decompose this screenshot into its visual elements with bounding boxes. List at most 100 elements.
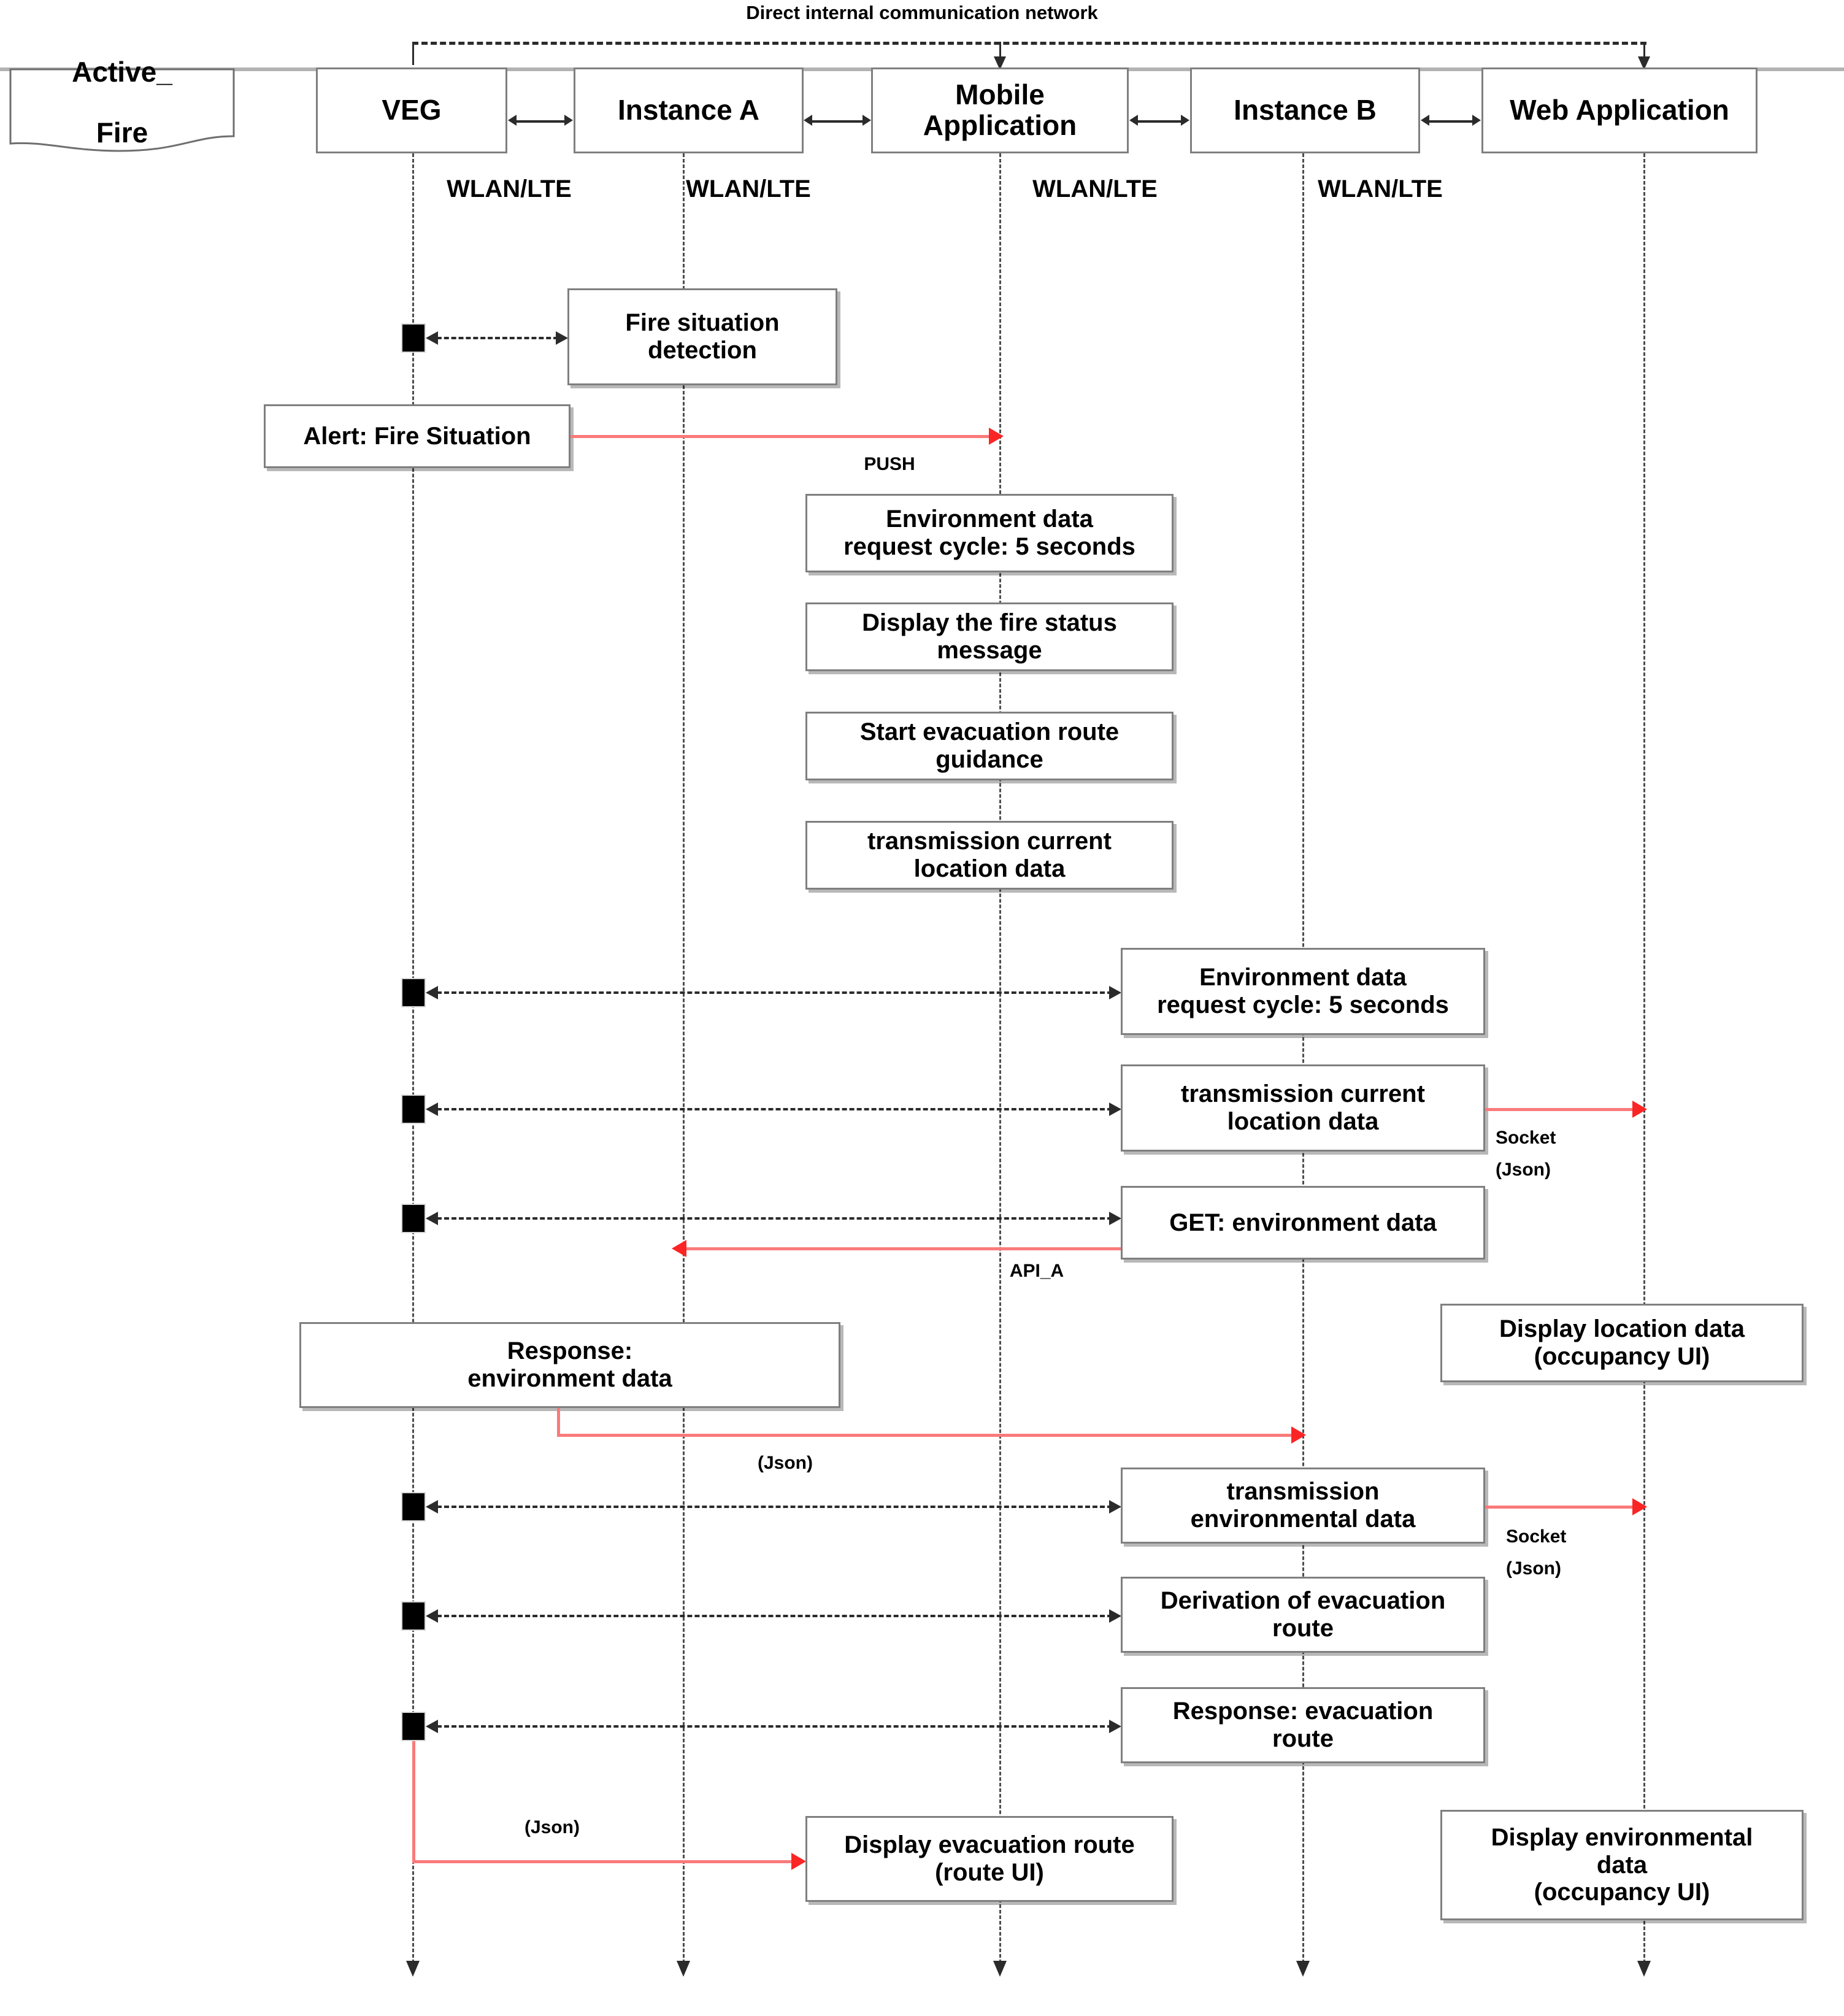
message-box-derivation-evacuation-route[interactable]: Derivation of evacuation route <box>1121 1577 1485 1653</box>
lifeline-header-mobile-line2: Application <box>923 109 1077 141</box>
lifeline-instance-a <box>683 153 685 1963</box>
message-box-transmission-environmental-data[interactable]: transmission environmental data <box>1121 1468 1485 1544</box>
message-box-response-environment-data-line1: Response: <box>507 1337 633 1365</box>
message-box-env-data-cycle-instance-b-line2: request cycle: 5 seconds <box>1157 991 1449 1018</box>
activation-bar-6 <box>401 1601 426 1631</box>
message-arrow-socket-json-2 <box>1632 1498 1647 1515</box>
message-arrow-right-transmission-environmental-data <box>1109 1500 1121 1514</box>
message-box-response-environment-data-line2: environment data <box>467 1365 672 1392</box>
link-label-wlan-3: WLAN/LTE <box>1032 175 1158 202</box>
edge-label-push: PUSH <box>864 454 915 474</box>
message-line-fire-situation-detection <box>429 337 566 339</box>
message-box-transmission-location-mobile[interactable]: transmission current location data <box>805 821 1174 890</box>
activation-bar-5 <box>401 1492 426 1522</box>
message-box-display-environmental-data-line1: Display environmental <box>1491 1823 1753 1851</box>
message-line-display-evac-horizontal <box>412 1860 800 1863</box>
message-arrow-right-fire-situation-detection <box>556 331 568 345</box>
lifeline-header-veg[interactable]: VEG <box>316 67 507 153</box>
message-arrow-right-get-environment-data <box>1109 1212 1121 1225</box>
message-box-env-data-cycle-mobile[interactable]: Environment data request cycle: 5 second… <box>805 494 1174 572</box>
note-active-fire-label: Active_ Fire <box>9 56 236 153</box>
message-box-display-environmental-data-line2: data <box>1596 1851 1648 1879</box>
lifeline-header-web-application-label: Web Application <box>1510 94 1729 126</box>
message-box-alert-fire-situation-label: Alert: Fire Situation <box>303 422 531 450</box>
lifeline-header-instance-b[interactable]: Instance B <box>1190 67 1420 153</box>
lifeline-web <box>1643 153 1645 1963</box>
lifeline-veg <box>412 153 414 1963</box>
message-box-start-evacuation-route-line1: Start evacuation route <box>859 718 1120 746</box>
link-label-wlan-4: WLAN/LTE <box>1318 175 1443 202</box>
message-arrow-right-derivation-evacuation-route <box>1109 1609 1121 1623</box>
message-arrow-left-get-environment-data <box>426 1212 438 1225</box>
message-box-get-environment-data[interactable]: GET: environment data <box>1121 1186 1485 1260</box>
header-connector-instance-b-web-right-arrow <box>1472 115 1481 126</box>
message-box-env-data-cycle-instance-b-line1: Environment data <box>1199 964 1407 991</box>
message-line-transmission-environmental-data <box>429 1506 1120 1508</box>
message-arrow-left-derivation-evacuation-route <box>426 1609 438 1623</box>
message-box-alert-fire-situation[interactable]: Alert: Fire Situation <box>264 404 570 468</box>
header-connector-instance-b-web-left-arrow <box>1421 115 1429 126</box>
message-box-response-environment-data[interactable]: Response: environment data <box>299 1322 840 1408</box>
message-box-start-evacuation-route-guidance[interactable]: Start evacuation route guidance <box>805 712 1174 780</box>
message-box-derivation-evacuation-route-line1: Derivation of evacuation <box>1160 1587 1446 1615</box>
message-box-display-fire-status-line2: message <box>937 637 1042 664</box>
message-box-transmission-location-instance-b-line1: transmission current <box>1181 1080 1425 1108</box>
message-arrow-left-env-data-cycle-b <box>426 986 438 999</box>
message-arrow-display-evacuation-route <box>791 1853 806 1870</box>
message-box-fire-situation-detection-label: Fire situation detection <box>625 309 780 364</box>
message-line-api-a <box>683 1247 1121 1250</box>
message-box-transmission-location-instance-b[interactable]: transmission current location data <box>1121 1064 1485 1152</box>
message-box-display-evacuation-route[interactable]: Display evacuation route (route UI) <box>805 1816 1174 1902</box>
activation-bar-7 <box>401 1712 426 1741</box>
message-box-display-location-data[interactable]: Display location data (occupancy UI) <box>1440 1304 1804 1382</box>
message-box-transmission-location-instance-b-line2: location data <box>1227 1108 1379 1135</box>
message-box-env-data-cycle-mobile-line2: request cycle: 5 seconds <box>843 533 1135 560</box>
edge-label-json-2: (Json) <box>524 1817 580 1837</box>
message-box-display-location-data-line2: (occupancy UI) <box>1534 1343 1710 1370</box>
message-arrow-left-response-evacuation-route <box>426 1720 438 1733</box>
edge-label-json-1: (Json) <box>758 1453 813 1473</box>
message-box-transmission-location-mobile-line2: location data <box>913 855 1066 882</box>
lifeline-header-instance-a-label: Instance A <box>618 94 759 126</box>
message-arrow-socket-json-1 <box>1632 1101 1647 1118</box>
message-arrow-left-fire-situation-detection <box>426 331 438 345</box>
activation-bar-1 <box>401 323 426 353</box>
link-label-wlan-2: WLAN/LTE <box>686 175 811 202</box>
message-box-response-evacuation-route[interactable]: Response: evacuation route <box>1121 1687 1485 1763</box>
message-box-fire-situation-detection[interactable]: Fire situation detection <box>567 288 837 385</box>
lifeline-header-veg-label: VEG <box>382 94 442 126</box>
message-box-display-location-data-line1: Display location data <box>1499 1315 1745 1343</box>
lifeline-end-arrow-web <box>1637 1961 1651 1977</box>
message-box-display-fire-status[interactable]: Display the fire status message <box>805 602 1174 671</box>
message-box-display-environmental-data-line3: (occupancy UI) <box>1534 1879 1710 1906</box>
lifeline-header-instance-b-label: Instance B <box>1234 94 1377 126</box>
message-line-socket-json-1 <box>1485 1108 1643 1111</box>
network-bracket-tick-veg <box>412 42 414 65</box>
activation-bar-4 <box>401 1204 426 1233</box>
message-box-display-fire-status-line1: Display the fire status <box>862 609 1117 637</box>
message-box-derivation-evacuation-route-line2: route <box>1272 1615 1334 1642</box>
message-box-display-environmental-data[interactable]: Display environmental data (occupancy UI… <box>1440 1810 1804 1920</box>
message-arrow-left-transmission-location-b <box>426 1102 438 1116</box>
message-box-transmission-environmental-data-line2: environmental data <box>1190 1506 1416 1533</box>
message-line-display-evac-vertical <box>412 1741 415 1861</box>
lifeline-header-web-application[interactable]: Web Application <box>1481 67 1758 153</box>
activation-bar-2 <box>401 978 426 1007</box>
message-line-get-environment-data <box>429 1217 1120 1220</box>
lifeline-header-mobile-application[interactable]: Mobile Application <box>871 67 1129 153</box>
header-connector-veg-instance-a-right-arrow <box>564 115 573 126</box>
lifeline-instance-b <box>1302 153 1304 1963</box>
message-box-env-data-cycle-instance-b[interactable]: Environment data request cycle: 5 second… <box>1121 948 1485 1035</box>
message-arrow-api-a <box>672 1240 686 1257</box>
header-connector-instance-b-web <box>1428 120 1473 123</box>
lifeline-header-instance-a[interactable]: Instance A <box>574 67 804 153</box>
network-arrow-mobile <box>994 56 1006 70</box>
message-line-socket-json-2 <box>1485 1506 1643 1509</box>
header-connector-instance-a-mobile <box>811 120 863 123</box>
edge-label-socket-json-2: (Json) <box>1506 1558 1561 1579</box>
message-box-transmission-environmental-data-line1: transmission <box>1226 1478 1380 1506</box>
note-line-1: Active_ <box>72 55 172 88</box>
message-line-derivation-evacuation-route <box>429 1615 1120 1617</box>
header-connector-mobile-instance-b-right-arrow <box>1181 115 1189 126</box>
header-connector-mobile-instance-b-left-arrow <box>1129 115 1138 126</box>
